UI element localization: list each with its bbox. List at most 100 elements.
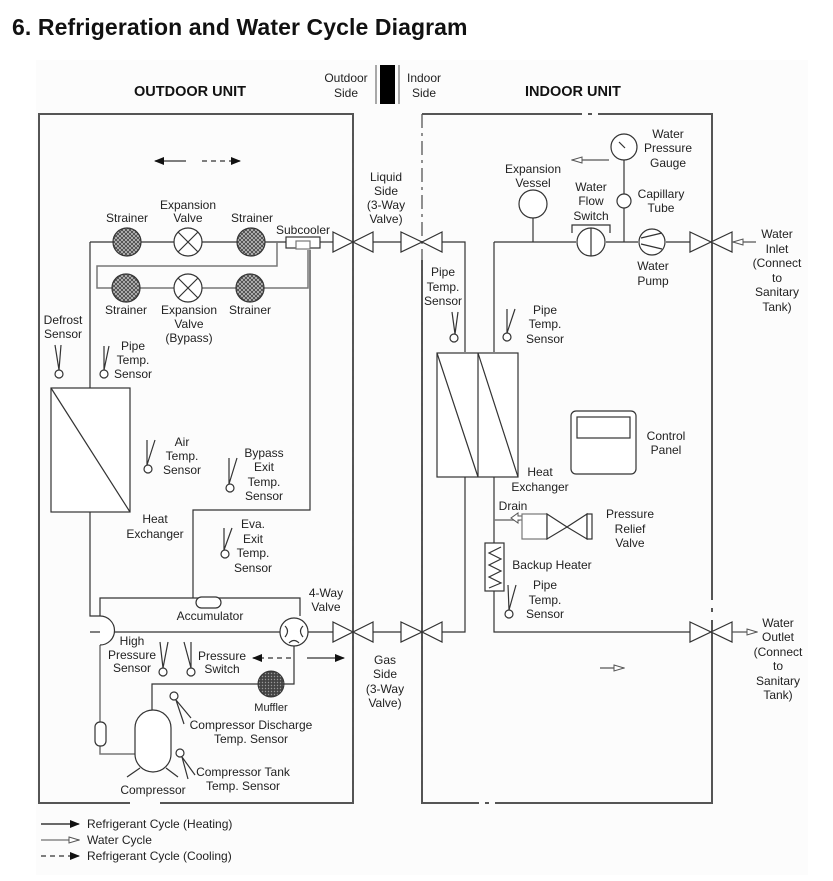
- svg-text:Temp. Sensor: Temp. Sensor: [214, 732, 288, 746]
- compressor-label: Compressor: [120, 783, 185, 797]
- svg-text:Pipe: Pipe: [533, 303, 557, 317]
- svg-text:Exit: Exit: [243, 532, 264, 546]
- outlet-pipe-temp-sensor-label: Pipe Temp. Sensor: [526, 578, 564, 621]
- svg-text:Pressure: Pressure: [108, 648, 156, 662]
- svg-text:(Bypass): (Bypass): [165, 331, 212, 345]
- compressor-discharge-temp-sensor-label: Compressor Discharge Temp. Sensor: [190, 718, 313, 746]
- svg-text:Water: Water: [637, 259, 669, 273]
- indoor-side-label: Indoor Side: [407, 71, 441, 100]
- svg-text:Valve): Valve): [369, 212, 402, 226]
- svg-text:Pump: Pump: [637, 274, 669, 288]
- svg-text:Gauge: Gauge: [650, 156, 686, 170]
- eva-exit-temp-sensor-icon: [220, 527, 233, 559]
- strainer-label: Strainer: [106, 211, 148, 225]
- svg-text:Indoor: Indoor: [407, 71, 441, 85]
- svg-text:Exit: Exit: [254, 460, 275, 474]
- svg-text:Sensor: Sensor: [44, 327, 82, 341]
- pipe-temp-sensor-icon: [99, 345, 110, 379]
- svg-text:Air: Air: [175, 435, 190, 449]
- svg-text:Sensor: Sensor: [113, 661, 151, 675]
- gas-side-valve: [332, 474, 466, 643]
- svg-text:Side: Side: [373, 667, 397, 681]
- svg-text:Compressor Discharge: Compressor Discharge: [190, 718, 313, 732]
- water-pump-icon: [638, 228, 666, 256]
- svg-text:Pressure: Pressure: [644, 141, 692, 155]
- indoor-refrigerant-pipe-temp-sensor-icon: [449, 311, 459, 343]
- svg-text:Temp.: Temp.: [166, 449, 199, 463]
- outlet-pipe-temp-sensor-icon: [504, 584, 517, 619]
- outdoor-side-label: Outdoor Side: [324, 71, 367, 100]
- strainer-label: Strainer: [231, 211, 273, 225]
- bypass-exit-temp-sensor-icon: [225, 457, 238, 493]
- outdoor-refrigerant-piping: [89, 241, 333, 755]
- svg-text:to: to: [772, 271, 782, 285]
- svg-text:Water: Water: [761, 227, 793, 241]
- svg-text:Pipe: Pipe: [431, 265, 455, 279]
- legend: Refrigerant Cycle (Heating) Water Cycle …: [41, 817, 232, 863]
- svg-text:Expansion: Expansion: [161, 303, 217, 317]
- svg-text:Gas: Gas: [374, 653, 396, 667]
- svg-text:Temp. Sensor: Temp. Sensor: [206, 779, 280, 793]
- svg-text:Temp.: Temp.: [427, 280, 460, 294]
- expansion-valve-bypass-label: Expansion Valve (Bypass): [161, 303, 217, 345]
- muffler-label: Muffler: [254, 702, 288, 714]
- svg-text:Tank): Tank): [762, 300, 791, 314]
- strainer-icon: [236, 227, 266, 257]
- svg-text:Pipe: Pipe: [121, 339, 145, 353]
- expansion-valve-bypass-icon: [173, 273, 203, 303]
- compressor-tank-temp-sensor-icon: [175, 748, 196, 780]
- pressure-relief-valve-label: Pressure Relief Valve: [606, 507, 654, 550]
- svg-text:Flow: Flow: [578, 194, 604, 208]
- control-panel-icon[interactable]: [570, 410, 637, 475]
- svg-text:4-Way: 4-Way: [309, 586, 343, 600]
- svg-text:Pipe: Pipe: [533, 578, 557, 592]
- svg-text:Valve: Valve: [174, 317, 203, 331]
- air-temp-sensor-label: Air Temp. Sensor: [163, 435, 201, 477]
- svg-text:Expansion: Expansion: [160, 198, 216, 212]
- water-flow-switch-icon: [571, 224, 611, 257]
- outdoor-unit-header: OUTDOOR UNIT: [134, 84, 246, 100]
- svg-text:Side: Side: [412, 86, 436, 100]
- water-flow-switch-label: Water Flow Switch: [573, 180, 608, 223]
- water-pipe-temp-sensor-label: Pipe Temp. Sensor: [526, 303, 564, 346]
- liquid-side-valve-outdoor: [320, 231, 466, 352]
- svg-text:Eva.: Eva.: [241, 517, 265, 531]
- drain-arrow-icon: [510, 512, 523, 524]
- svg-text:to: to: [773, 659, 783, 673]
- expansion-vessel-label: Expansion Vessel: [505, 162, 561, 190]
- backup-heater-icon: [484, 542, 505, 592]
- svg-text:(3-Way: (3-Way: [367, 198, 405, 212]
- svg-text:Pressure: Pressure: [198, 649, 246, 663]
- water-inlet-valve: [689, 231, 733, 253]
- capillary-tube-icon: [616, 193, 632, 209]
- outdoor-heat-exchanger-label: Heat Exchanger: [126, 512, 183, 541]
- muffler-icon: [257, 670, 285, 698]
- indoor-refrigerant-pipe-temp-sensor-label: Pipe Temp. Sensor: [424, 265, 462, 308]
- svg-text:Temp.: Temp.: [248, 475, 281, 489]
- compressor-icon: [126, 709, 179, 778]
- pressure-switch-label: Pressure Switch: [198, 649, 246, 676]
- svg-text:Inlet: Inlet: [766, 242, 789, 256]
- water-pump-label: Water Pump: [637, 259, 669, 288]
- strainer-icon: [235, 273, 265, 303]
- bypass-exit-temp-sensor-label: Bypass Exit Temp. Sensor: [244, 446, 283, 503]
- svg-text:Water: Water: [575, 180, 607, 194]
- svg-text:Temp.: Temp.: [237, 546, 270, 560]
- svg-text:Temp.: Temp.: [117, 353, 150, 367]
- svg-text:Expansion: Expansion: [505, 162, 561, 176]
- svg-text:Valve: Valve: [615, 536, 644, 550]
- high-pressure-sensor-label: High Pressure Sensor: [108, 634, 156, 675]
- svg-text:Pressure: Pressure: [606, 507, 654, 521]
- svg-text:High: High: [120, 634, 145, 648]
- compressor-discharge-temp-sensor-icon: [169, 691, 192, 725]
- svg-text:Valve): Valve): [368, 696, 401, 710]
- svg-text:Heat: Heat: [527, 465, 553, 479]
- svg-text:Capillary: Capillary: [638, 187, 685, 201]
- svg-text:Sanitary: Sanitary: [756, 674, 800, 688]
- drain-label: Drain: [499, 499, 528, 513]
- legend-item-heating: Refrigerant Cycle (Heating): [41, 817, 232, 831]
- four-way-valve-label: 4-Way Valve: [309, 586, 343, 614]
- svg-text:(Connect: (Connect: [753, 256, 802, 270]
- pipe-temp-sensor-label: Pipe Temp. Sensor: [114, 339, 152, 381]
- backup-heater-label: Backup Heater: [512, 558, 591, 572]
